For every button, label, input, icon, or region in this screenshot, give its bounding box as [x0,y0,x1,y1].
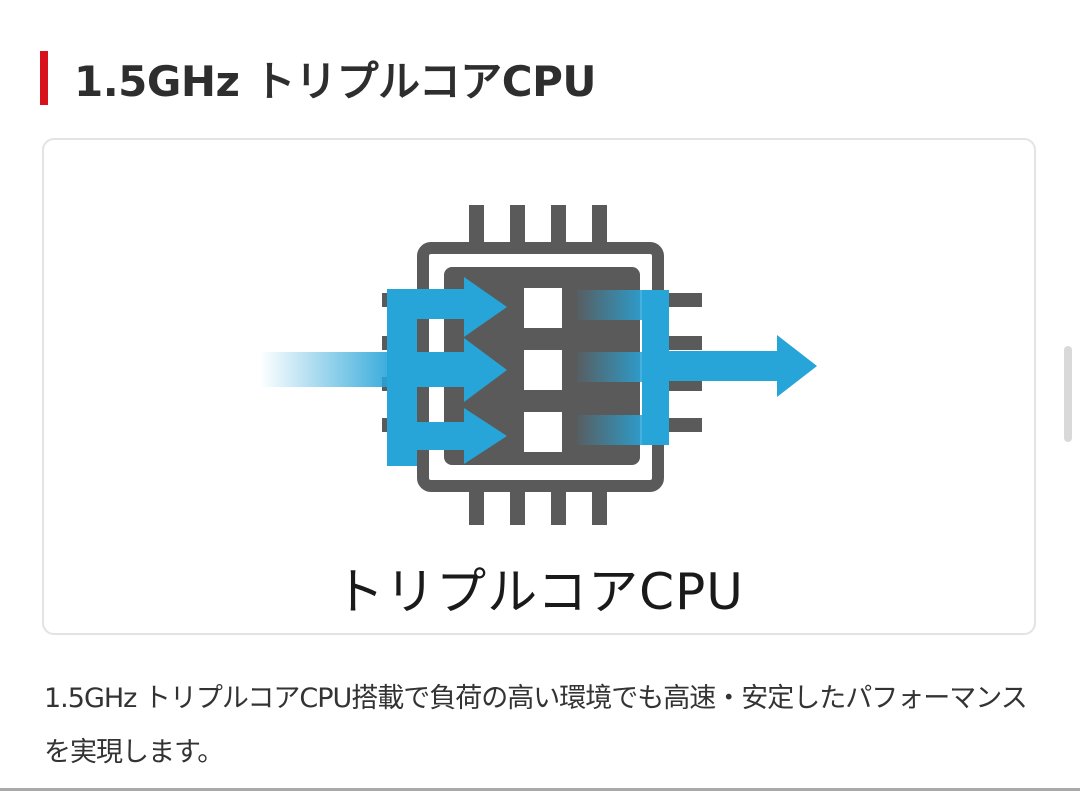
bottom-divider [0,788,1080,791]
feature-figure-card: トリプルコアCPU [42,138,1036,635]
section-heading: 1.5GHz トリプルコアCPU [40,50,596,106]
feature-description: 1.5GHz トリプルコアCPU搭載で負荷の高い環境でも高速・安定したパフォーマ… [44,683,1028,768]
figure-caption: トリプルコアCPU [334,563,744,621]
vertical-scrollbar[interactable] [1064,346,1072,442]
triple-core-cpu-icon [260,205,817,525]
section-title: 1.5GHz トリプルコアCPU [74,56,596,106]
heading-accent-bar [40,51,48,105]
